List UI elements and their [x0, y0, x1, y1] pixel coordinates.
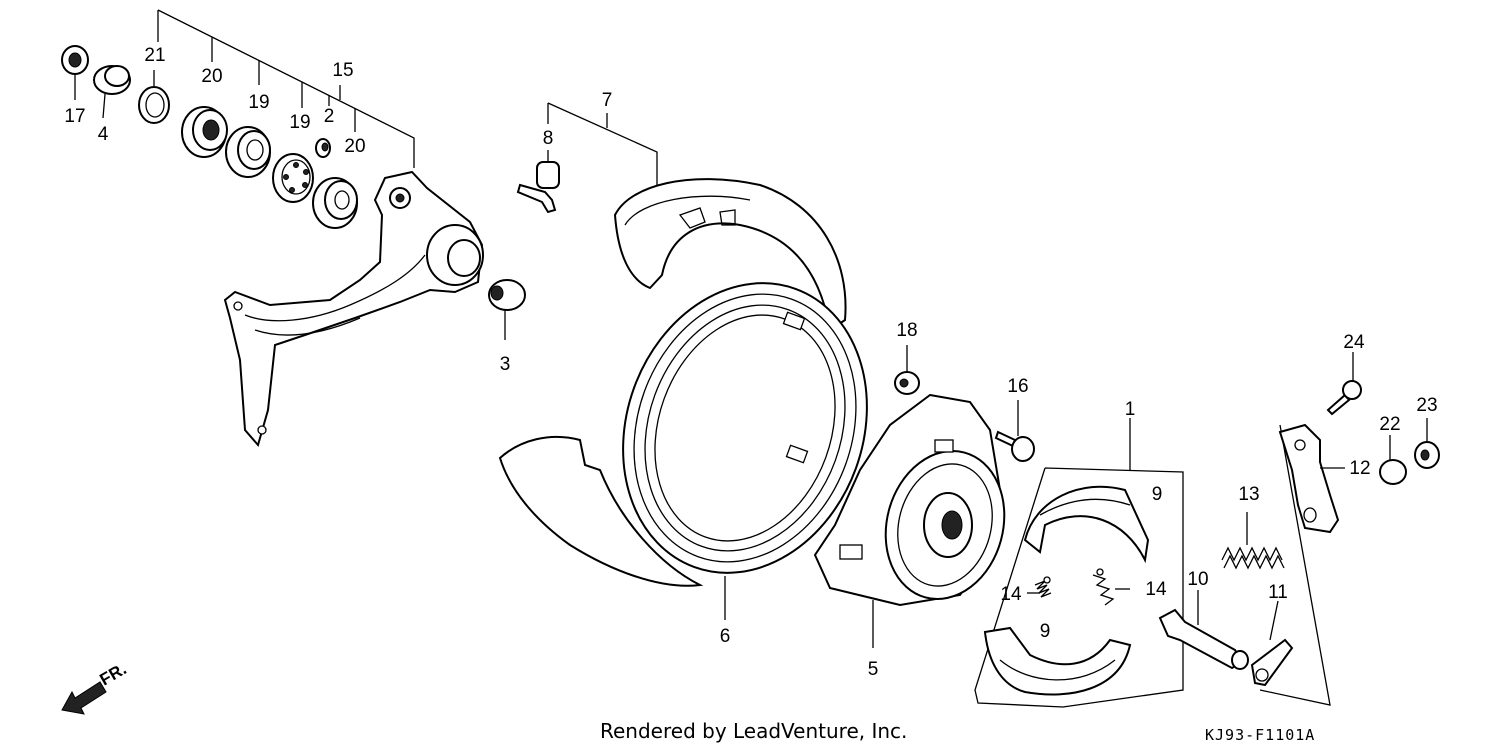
part-20-bearing-left [181, 106, 228, 158]
callout-13: 13 [1238, 484, 1259, 505]
callout-2: 2 [324, 106, 335, 127]
arrow-front-icon: FR. [61, 659, 130, 715]
part-24-bolt [1326, 352, 1362, 416]
swing-arm [223, 170, 484, 448]
callout-11: 11 [1268, 582, 1288, 603]
callout-9-lower: 9 [1040, 621, 1051, 642]
part-22-collar [1379, 435, 1407, 485]
part-4-collar [93, 65, 131, 119]
callout-labels: 1 2 3 4 5 6 7 8 9 9 10 11 12 13 14 14 15… [64, 45, 1437, 680]
part-14-spring-right [1092, 568, 1130, 606]
part-20-bearing-right [312, 177, 358, 229]
callout-14-right: 14 [1145, 579, 1167, 600]
callout-24: 24 [1343, 332, 1365, 353]
part-6-rim [622, 282, 868, 620]
part-16-bolt [994, 400, 1035, 462]
callout-6: 6 [720, 626, 731, 647]
part-13-spring [1221, 512, 1285, 570]
part-3-grommet [488, 279, 526, 340]
callout-10: 10 [1187, 569, 1208, 590]
part-9-brake-shoe-upper [1023, 485, 1150, 564]
part-14-spring-left [1027, 576, 1052, 598]
part-9-brake-shoe-lower [983, 626, 1132, 696]
callout-20-right: 20 [344, 136, 365, 157]
bracket-group-7 [547, 102, 658, 192]
callout-15: 15 [332, 60, 353, 81]
part-23-nut [1414, 418, 1440, 469]
callout-19-left: 19 [248, 92, 269, 113]
bracket-group-1 [974, 418, 1184, 708]
part-2-spacer [315, 138, 331, 158]
part-5-hub [813, 393, 1006, 648]
part-17-nut [61, 45, 89, 100]
callout-3: 3 [500, 354, 511, 375]
callout-9-upper: 9 [1152, 484, 1163, 505]
callout-1: 1 [1125, 399, 1136, 420]
callout-17: 17 [64, 106, 85, 127]
part-11-indicator-plate [1250, 638, 1294, 687]
diagram-code: KJ93-F1101A [1205, 726, 1315, 744]
part-8-valve [516, 150, 560, 214]
footer-credit: Rendered by LeadVenture, Inc. [600, 719, 907, 743]
callout-23: 23 [1416, 395, 1437, 416]
callout-5: 5 [868, 659, 879, 680]
part-12-brake-arm [1278, 423, 1345, 534]
part-10-brake-cam [1158, 590, 1249, 670]
callout-12: 12 [1349, 458, 1370, 479]
callout-22: 22 [1379, 414, 1400, 435]
callout-20-left: 20 [201, 66, 222, 87]
callout-19-right: 19 [289, 112, 310, 133]
callout-7: 7 [602, 90, 613, 111]
part-7-tire [498, 178, 847, 587]
callout-18: 18 [896, 320, 917, 341]
bracket-group-11-12 [1259, 424, 1331, 706]
bracket-group-15 [157, 9, 415, 168]
part-19-bearing-right [272, 153, 314, 203]
callout-8: 8 [543, 128, 554, 149]
callout-4: 4 [98, 124, 109, 145]
callout-21: 21 [144, 45, 165, 66]
part-19-bearing-left [225, 126, 271, 178]
part-21-circlip [138, 70, 170, 124]
callout-14-left: 14 [1000, 584, 1022, 605]
callout-16: 16 [1007, 376, 1028, 397]
part-18-nut [894, 345, 920, 395]
